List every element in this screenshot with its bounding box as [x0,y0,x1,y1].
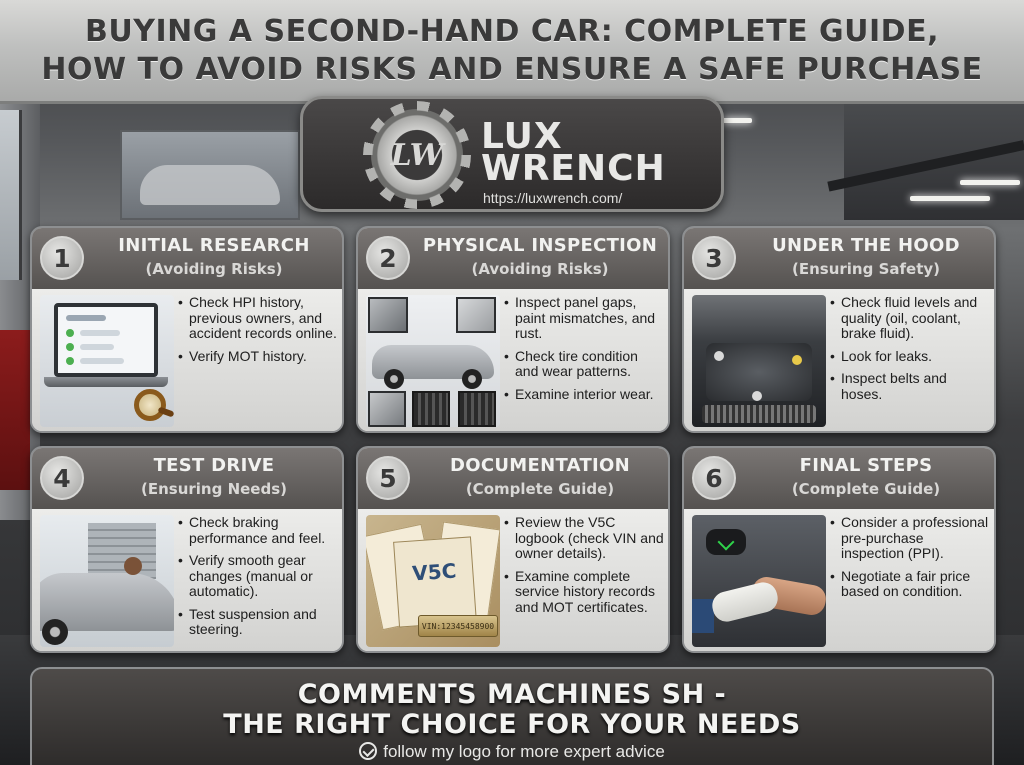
magnifier-icon [134,389,166,421]
logo-name-line-2: WRENCH [481,148,666,189]
laptop-base [44,377,168,387]
list-item: Review the V5C logbook (check VIN and ow… [504,514,664,562]
garage-window [0,110,22,280]
card-subtitle: (Avoiding Risks) [471,260,609,278]
bullet-list: Check HPI history, previous owners, and … [178,294,338,371]
step-card-documentation: 5 DOCUMENTATION (Complete Guide) V5C VIN… [356,446,670,653]
step-number-badge: 2 [366,236,410,280]
list-item: Negotiate a fair price based on conditio… [830,568,990,600]
list-item: Verify smooth gear changes (manual or au… [178,552,338,600]
card-subtitle: (Avoiding Risks) [145,260,283,278]
v5c-documents-icon: V5C VIN:12345458900 [366,515,500,647]
title-banner: BUYING A SECOND-HAND CAR: COMPLETE GUIDE… [0,0,1024,104]
car-key-icon [706,529,746,555]
list-item: Check tire condition and wear patterns. [504,348,664,380]
step-number-badge: 4 [40,456,84,500]
footer-cta[interactable]: follow my logo for more expert advice [32,742,992,762]
interior-swatch [368,391,406,427]
step-card-initial-research: 1 INITIAL RESEARCH (Avoiding Risks) Chec… [30,226,344,433]
page-title-line-2: HOW TO AVOID RISKS AND ENSURE A SAFE PUR… [41,52,983,87]
garage-door [88,523,156,579]
card-body: Check fluid levels and quality (oil, coo… [684,289,994,431]
card-header: 4 TEST DRIVE (Ensuring Needs) [32,448,342,509]
logo-url-link[interactable]: https://luxwrench.com/ [483,190,623,206]
list-item: Examine interior wear. [504,386,664,403]
grille [702,405,816,423]
list-item: Examine complete service history records… [504,568,664,616]
card-subtitle: (Ensuring Needs) [141,480,287,498]
step-card-test-drive: 4 TEST DRIVE (Ensuring Needs) Check brak… [30,446,344,653]
bullet-list: Check braking performance and feel. Veri… [178,514,338,645]
step-number-badge: 3 [692,236,736,280]
poster-car-icon [140,165,280,205]
bullet-list: Review the V5C logbook (check VIN and ow… [504,514,664,622]
card-header: 5 DOCUMENTATION (Complete Guide) [358,448,668,509]
laptop-screen [54,303,158,377]
list-item: Check fluid levels and quality (oil, coo… [830,294,990,342]
check-circle-icon [359,742,378,760]
list-item: Check braking performance and feel. [178,514,338,546]
card-title: INITIAL RESEARCH [118,235,310,256]
card-body: V5C VIN:12345458900 Review the V5C logbo… [358,509,668,651]
engine-bay-icon [692,295,826,427]
footer-banner: COMMENTS MACHINES SH - THE RIGHT CHOICE … [30,667,994,765]
card-title: FINAL STEPS [799,455,933,476]
bullet-list: Inspect panel gaps, paint mismatches, an… [504,294,664,409]
list-item: Look for leaks. [830,348,990,365]
handshake-key-icon [692,515,826,647]
page-title-line-1: BUYING A SECOND-HAND CAR: COMPLETE GUIDE… [85,14,939,49]
bullet-list: Check fluid levels and quality (oil, coo… [830,294,990,409]
card-title: UNDER THE HOOD [772,235,960,256]
step-card-final-steps: 6 FINAL STEPS (Complete Guide) Consider … [682,446,996,653]
logo-name-line-1: LUX [481,116,563,157]
footer-headline-line-1: COMMENTS MACHINES SH - [297,679,727,710]
card-header: 3 UNDER THE HOOD (Ensuring Safety) [684,228,994,289]
bullet-list: Consider a professional pre-purchase ins… [830,514,990,607]
list-item: Consider a professional pre-purchase ins… [830,514,990,562]
paint-swatch [456,297,496,333]
step-card-physical-inspection: 2 PHYSICAL INSPECTION (Avoiding Risks) I… [356,226,670,433]
card-body: Check braking performance and feel. Veri… [32,509,342,651]
driver-car-icon [40,515,174,647]
panel-swatch [368,297,408,333]
card-body: Check HPI history, previous owners, and … [32,289,342,431]
card-title: DOCUMENTATION [450,455,630,476]
laptop-magnifier-icon [40,295,174,427]
tire-icon [458,391,496,427]
vin-plate: VIN:12345458900 [418,615,498,637]
step-number-badge: 5 [366,456,410,500]
tool-chest [0,330,30,490]
footer-cta-text: follow my logo for more expert advice [383,742,665,761]
card-header: 1 INITIAL RESEARCH (Avoiding Risks) [32,228,342,289]
step-number-badge: 1 [40,236,84,280]
step-card-under-the-hood: 3 UNDER THE HOOD (Ensuring Safety) Check… [682,226,996,433]
card-title: TEST DRIVE [153,455,275,476]
card-title: PHYSICAL INSPECTION [422,235,658,256]
list-item: Check HPI history, previous owners, and … [178,294,338,342]
card-header: 6 FINAL STEPS (Complete Guide) [684,448,994,509]
v5c-logbook: V5C [393,536,477,628]
list-item: Inspect belts and hoses. [830,370,990,402]
card-subtitle: (Complete Guide) [465,480,615,498]
tire-icon [412,391,450,427]
card-subtitle: (Ensuring Safety) [792,260,940,278]
list-item: Test suspension and steering. [178,606,338,638]
logo-plate[interactable]: LW LUX WRENCH https://luxwrench.com/ [300,96,724,212]
gear-logo-icon: LW [371,109,463,201]
footer-headline-line-2: THE RIGHT CHOICE FOR YOUR NEEDS [223,709,801,740]
step-number-badge: 6 [692,456,736,500]
ceiling-light-icon [722,118,752,123]
ceiling-light-icon [910,196,990,201]
card-body: Inspect panel gaps, paint mismatches, an… [358,289,668,431]
ceiling-light-icon [960,180,1020,185]
card-header: 2 PHYSICAL INSPECTION (Avoiding Risks) [358,228,668,289]
card-subtitle: (Complete Guide) [791,480,941,498]
car-inspection-icon [366,295,500,427]
list-item: Verify MOT history. [178,348,338,365]
driver-icon [124,557,142,575]
logo-monogram: LW [390,137,444,173]
list-item: Inspect panel gaps, paint mismatches, an… [504,294,664,342]
card-body: Consider a professional pre-purchase ins… [684,509,994,651]
